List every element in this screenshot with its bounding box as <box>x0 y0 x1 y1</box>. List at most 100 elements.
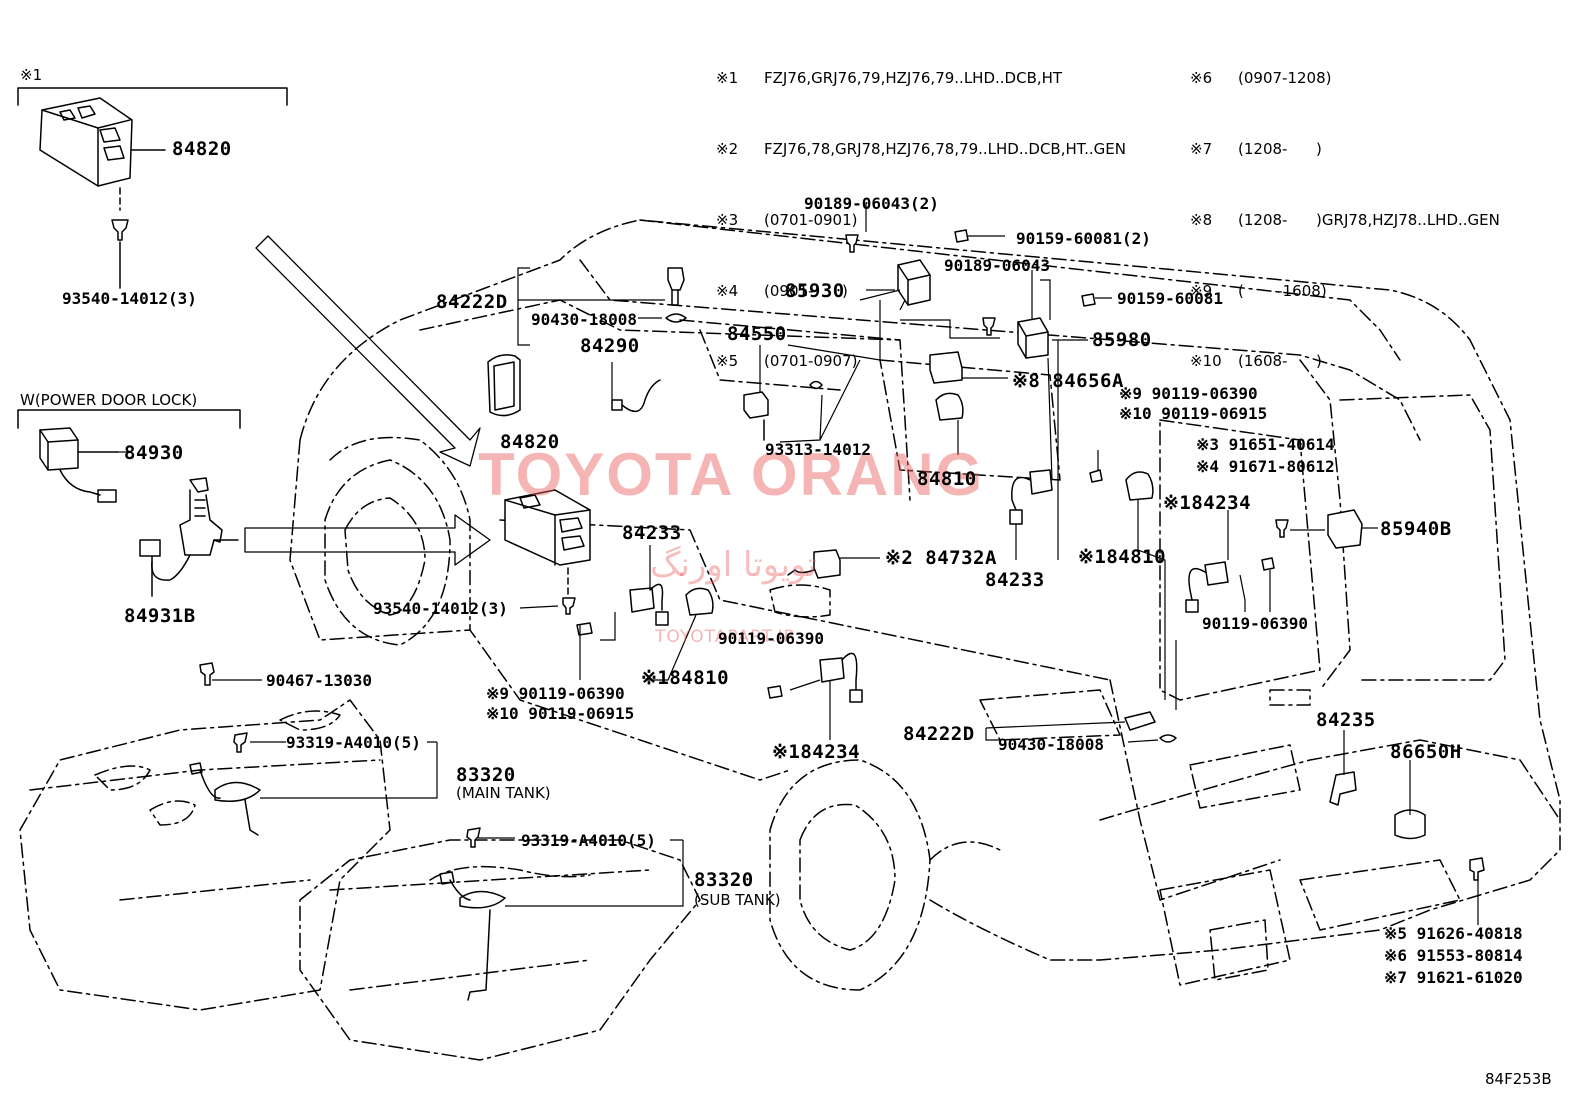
part-label-85940B: 85940B <box>1380 518 1452 540</box>
part-label-9-90119: ※9 90119-06390 <box>486 684 625 703</box>
part-label-90467: 90467-13030 <box>266 671 372 690</box>
part-label-93540-main: 93540-14012(3) <box>373 599 508 618</box>
switch-84222D-lower <box>1124 711 1177 743</box>
horn-86650H <box>1394 809 1485 881</box>
relay-85980 <box>982 293 1096 359</box>
legend-mark: ※7 <box>1190 139 1213 158</box>
switch-84235 <box>1329 771 1357 806</box>
main-tank-fuel-gauge <box>189 662 261 836</box>
legend-mark: ※3 <box>716 210 739 229</box>
part-label-84233-a: 84233 <box>622 522 682 544</box>
part-label-10-right: ※10 90119-06915 <box>1119 404 1268 423</box>
part-label-5-91626: ※5 91626-40818 <box>1384 924 1523 943</box>
part-label-90119-mid: 90119-06390 <box>718 629 824 648</box>
legend-text: (0701-0901) <box>764 210 858 229</box>
legend-mark: ※8 <box>1190 210 1213 229</box>
part-label-84810: 84810 <box>917 468 977 490</box>
part-label-90430-low: 90430-18008 <box>998 735 1104 754</box>
legend-text: (1208- )GRJ78,HZJ78..LHD..GEN <box>1238 210 1500 229</box>
figure-code: 84F253B <box>1485 1070 1552 1088</box>
door-switch-84233-right <box>1009 469 1103 525</box>
part-label-84222D-top: 84222D <box>436 291 508 313</box>
legend-row: ※1 FZJ76,GRJ76,79,HZJ76,79..LHD..DCB,HT <box>716 67 1126 91</box>
legend-row: ※5(0701-0907) <box>716 350 1126 374</box>
watermark-brand: TOYOTA ORANG <box>478 441 985 508</box>
sub-tank-fuel-gauge <box>439 827 506 1001</box>
legend-row: ※9 ( -1608) <box>1190 280 1500 304</box>
part-label-7-91621: ※7 91621-61020 <box>1384 968 1523 987</box>
legend-text: FZJ76,GRJ76,79,HZJ76,79..LHD..DCB,HT <box>764 69 1063 88</box>
outside-mirror <box>487 354 521 417</box>
courtesy-switch-84810-right <box>1125 471 1154 501</box>
module-85940B <box>1275 509 1363 549</box>
door-switch-84234-right <box>1185 557 1275 613</box>
leader-lines <box>118 203 1479 925</box>
part-label-84820-inset: 84820 <box>172 138 232 160</box>
pointer-arrow-lower <box>244 514 491 566</box>
sub-tank-label: (SUB TANK) <box>694 891 781 909</box>
part-label-84931B: 84931B <box>124 605 196 627</box>
door-lock-switch-84931B <box>139 477 239 597</box>
part-label-9-right: ※9 90119-06390 <box>1119 384 1258 403</box>
wire-84290 <box>611 379 661 413</box>
part-label-90189-top: 90189-06043(2) <box>804 194 939 213</box>
part-label-84235: 84235 <box>1316 709 1376 731</box>
watermark-site: TOYOTAPART.IR <box>655 627 797 647</box>
clip-93313 <box>809 380 823 390</box>
legend-row: ※10 (1608- ) <box>1190 350 1500 374</box>
legend-row: ※7 (1208- ) <box>1190 138 1500 162</box>
part-label-84550: 84550 <box>727 323 787 345</box>
part-label-6-91553: ※6 91553-80814 <box>1384 946 1523 965</box>
part-label-2-84732A: ※2 84732A <box>885 547 997 569</box>
power-door-lock-label: W(POWER DOOR LOCK) <box>20 391 198 409</box>
part-label-4-91671: ※4 91671-80612 <box>1196 457 1335 476</box>
part-label-8-84656A: ※8 84656A <box>1012 370 1124 392</box>
legend-row: ※6(0907-1208) <box>1190 67 1500 91</box>
relay-85930 <box>845 229 969 306</box>
legend-text: (1608- ) <box>1238 352 1322 371</box>
legend-mark: ※1 <box>716 69 739 88</box>
part-label-83320-sub: 83320 <box>694 869 754 891</box>
main-tank-label: (MAIN TANK) <box>456 784 551 802</box>
legend-row: ※3 (0701-0901) <box>716 209 1126 233</box>
legend-mark: ※4 <box>716 281 739 300</box>
part-label-1-84810-lower: ※184810 <box>641 667 730 689</box>
legend-left: ※1 FZJ76,GRJ76,79,HZJ76,79..LHD..DCB,HT ※… <box>716 20 1126 398</box>
window-switch-84820-inset <box>39 97 166 289</box>
legend-mark: ※10 <box>1190 352 1222 371</box>
legend-text: (1208- ) <box>1238 139 1322 158</box>
switch-84550 <box>743 391 769 441</box>
legend-mark: ※5 <box>716 352 739 371</box>
part-label-90159-mid: 90159-60081 <box>1117 289 1223 308</box>
part-label-1-84810: ※184810 <box>1078 546 1167 568</box>
switch-84656A <box>929 351 963 384</box>
part-label-90189-mid: 90189-06043 <box>944 256 1050 275</box>
door-switch-84234-lower <box>767 652 863 703</box>
legend-mark: ※9 <box>1190 281 1213 300</box>
legend-row: ※8 (1208- )GRJ78,HZJ78..LHD..GEN <box>1190 209 1500 233</box>
watermark-farsi: تویوتا اورنگ <box>650 545 817 585</box>
part-label-1-84234: ※184234 <box>1163 492 1252 514</box>
legend-mark: ※6 <box>1190 69 1213 88</box>
courtesy-switch-84810 <box>935 392 964 421</box>
part-label-93540-inset: 93540-14012(3) <box>62 289 197 308</box>
door-switch-84233-mid <box>576 583 669 636</box>
part-label-84222D-low: 84222D <box>903 723 975 745</box>
part-label-90119-right: 90119-06390 <box>1202 614 1308 633</box>
window-switch-84820-main <box>504 489 591 615</box>
part-label-83320-main: 83320 <box>456 764 516 786</box>
courtesy-switch-84810-mid <box>685 587 714 616</box>
part-label-93319-sub: 93319-A4010(5) <box>521 831 656 850</box>
legend-text: FZJ76,78,GRJ78,HZJ76,78,79..LHD..DCB,HT.… <box>764 139 1126 158</box>
legend-row: ※4(0901- ) <box>716 280 1126 304</box>
part-label-84820-main: 84820 <box>500 431 560 453</box>
switch-84222D-top <box>665 267 687 323</box>
part-label-10-90119: ※10 90119-06915 <box>486 704 635 723</box>
part-label-90159-top: 90159-60081(2) <box>1016 229 1151 248</box>
part-label-90430-top: 90430-18008 <box>531 310 637 329</box>
legend-right: ※6(0907-1208) ※7 (1208- ) ※8 (1208- )GRJ78… <box>1190 20 1500 398</box>
legend-text: ( -1608) <box>1238 281 1327 300</box>
part-label-85980: 85980 <box>1092 329 1152 351</box>
